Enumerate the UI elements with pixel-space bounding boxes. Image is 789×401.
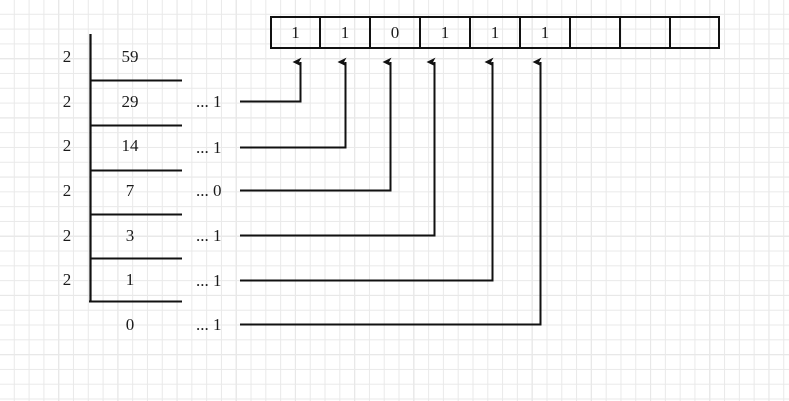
- remainder-row-4: ... 1: [196, 226, 222, 245]
- dividend-row-3: 7: [125, 181, 135, 200]
- dividend-row-1: 29: [121, 92, 139, 111]
- remainder-connector-2: [240, 62, 347, 149]
- divisor-row-0: 2: [62, 47, 72, 66]
- remainder-row-3: ... 0: [196, 181, 222, 200]
- bit-cell-8: [670, 16, 720, 49]
- bit-cell-1: 1: [320, 16, 370, 49]
- divisor-row-3: 2: [62, 181, 72, 200]
- remainder-row-2: ... 1: [196, 138, 222, 157]
- remainder-row-1: ... 1: [196, 92, 222, 111]
- divisor-row-5: 2: [62, 270, 72, 289]
- remainder-connector-4: [240, 62, 436, 237]
- dividend-row-4: 3: [125, 226, 135, 245]
- bit-cell-2: 0: [370, 16, 420, 49]
- bit-cell-3: 1: [420, 16, 470, 49]
- bit-cell-5: 1: [520, 16, 570, 49]
- remainder-connector-3: [240, 62, 392, 192]
- divisor-row-1: 2: [62, 92, 72, 111]
- remainder-connector-1: [240, 62, 302, 103]
- bit-cell-6: [570, 16, 620, 49]
- divisor-row-2: 2: [62, 136, 72, 155]
- dividend-row-5: 1: [125, 270, 135, 289]
- bit-cell-4: 1: [470, 16, 520, 49]
- remainder-connector-6: [240, 62, 542, 326]
- remainder-row-5: ... 1: [196, 271, 222, 290]
- remainder-row-6: ... 1: [196, 315, 222, 334]
- dividend-row-6: 0: [125, 315, 135, 334]
- divisor-row-4: 2: [62, 226, 72, 245]
- remainder-connector-5: [240, 62, 494, 282]
- dividend-row-2: 14: [121, 136, 139, 155]
- bit-cell-7: [620, 16, 670, 49]
- bit-cell-0: 1: [270, 16, 320, 49]
- dividend-row-0: 59: [121, 47, 139, 66]
